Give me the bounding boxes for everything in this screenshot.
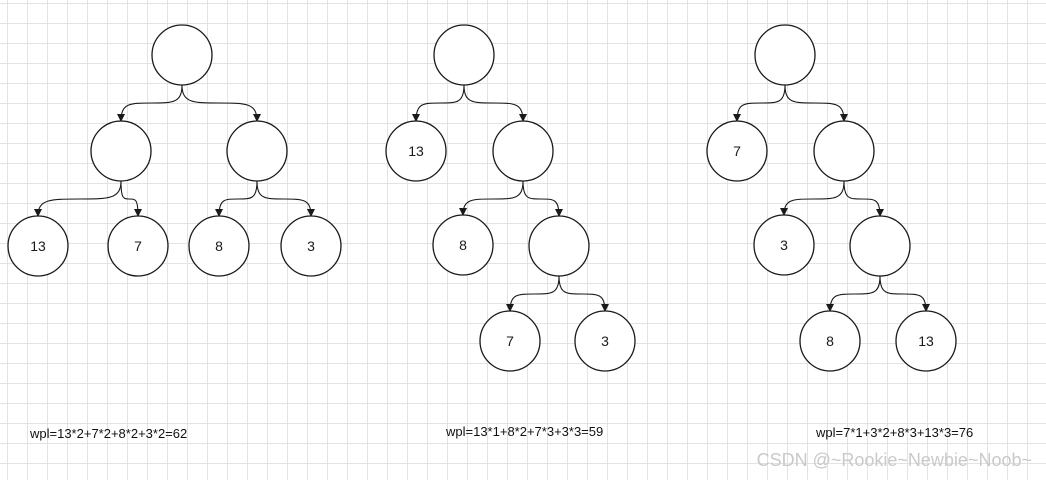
node-weight-label: 8	[826, 333, 834, 349]
node-weight-label: 7	[733, 143, 741, 159]
tree-1-node-l	[90, 120, 152, 182]
tree-2-edge-root-l	[412, 84, 465, 122]
node-circle	[280, 215, 342, 277]
tree-2-edge-root-r	[463, 84, 527, 122]
tree-1-node-ll: 13	[7, 215, 69, 277]
tree-3-edge-root-l	[733, 84, 786, 122]
node-circle	[813, 120, 875, 182]
tree-2-node-rr	[528, 215, 590, 277]
node-circle	[433, 24, 495, 86]
node-weight-label: 3	[780, 237, 788, 253]
node-circle	[7, 215, 69, 277]
tree-1-edge-root-l	[117, 84, 183, 122]
node-weight-label: 13	[30, 238, 46, 254]
nodes-layer: 13 7 8 3 13 8 7 3 7 3 8 13	[7, 24, 957, 372]
wpl-formula-tree-3: wpl=7*1+3*2+8*3+13*3=76	[816, 425, 974, 440]
node-circle	[799, 310, 861, 372]
tree-1-edge-l-lr	[120, 180, 142, 217]
tree-3-node-rr	[849, 215, 911, 277]
node-circle	[895, 310, 957, 372]
tree-3-node-r	[813, 120, 875, 182]
tree-2-edge-rr-rrr	[558, 275, 609, 312]
tree-1-node-root	[151, 24, 213, 86]
tree-3-node-rrr: 13	[895, 310, 957, 372]
tree-2-node-r	[492, 120, 554, 182]
node-weight-label: 7	[134, 238, 142, 254]
tree-1-node-lr: 7	[107, 215, 169, 277]
node-circle	[479, 310, 541, 372]
tree-1-node-rr: 3	[280, 215, 342, 277]
wpl-formula-tree-1: wpl=13*2+7*2+8*2+3*2=62	[30, 426, 188, 441]
tree-3-edge-root-r	[784, 84, 848, 122]
node-weight-label: 8	[215, 238, 223, 254]
node-circle	[90, 120, 152, 182]
node-weight-label: 8	[459, 237, 467, 253]
node-weight-label: 3	[307, 238, 315, 254]
tree-1-edge-r-rl	[215, 180, 258, 217]
tree-1-node-rl: 8	[188, 215, 250, 277]
node-circle	[849, 215, 911, 277]
tree-3-node-rrl: 8	[799, 310, 861, 372]
node-circle	[574, 310, 636, 372]
tree-3-edge-rr-rrl	[826, 275, 881, 312]
node-weight-label: 7	[506, 333, 514, 349]
tree-3-node-rl: 3	[753, 214, 815, 276]
tree-1-edge-l-ll	[34, 180, 122, 217]
node-weight-label: 13	[408, 143, 424, 159]
tree-3-node-root	[754, 24, 816, 86]
tree-2-node-l: 13	[385, 120, 447, 182]
tree-1-edge-r-rr	[256, 180, 315, 217]
tree-2-node-rrl: 7	[479, 310, 541, 372]
tree-2-edge-r-rr	[522, 180, 563, 217]
tree-2-node-rl: 8	[432, 214, 494, 276]
node-circle	[188, 215, 250, 277]
tree-3-edge-r-rl	[780, 180, 845, 216]
csdn-watermark: CSDN @~Rookie~Newbie~Noob~	[756, 450, 1032, 470]
node-circle	[528, 215, 590, 277]
wpl-formula-tree-2: wpl=13*1+8*2+7*3+3*3=59	[446, 424, 604, 439]
node-weight-label: 13	[918, 333, 934, 349]
tree-3-edge-rr-rrr	[879, 275, 930, 312]
node-circle	[151, 24, 213, 86]
node-weight-label: 3	[601, 333, 609, 349]
tree-1-node-r	[226, 120, 288, 182]
node-circle	[492, 120, 554, 182]
node-circle	[432, 214, 494, 276]
tree-2-node-rrr: 3	[574, 310, 636, 372]
node-circle	[754, 24, 816, 86]
tree-3-edge-r-rr	[843, 180, 884, 217]
tree-1-edge-root-r	[181, 84, 261, 122]
tree-2-edge-rr-rrl	[506, 275, 560, 312]
node-circle	[706, 120, 768, 182]
node-circle	[385, 120, 447, 182]
node-circle	[226, 120, 288, 182]
node-circle	[753, 214, 815, 276]
tree-2-edge-r-rl	[459, 180, 524, 216]
node-circle	[107, 215, 169, 277]
tree-3-node-l: 7	[706, 120, 768, 182]
tree-2-node-root	[433, 24, 495, 86]
edges-layer	[34, 84, 930, 312]
